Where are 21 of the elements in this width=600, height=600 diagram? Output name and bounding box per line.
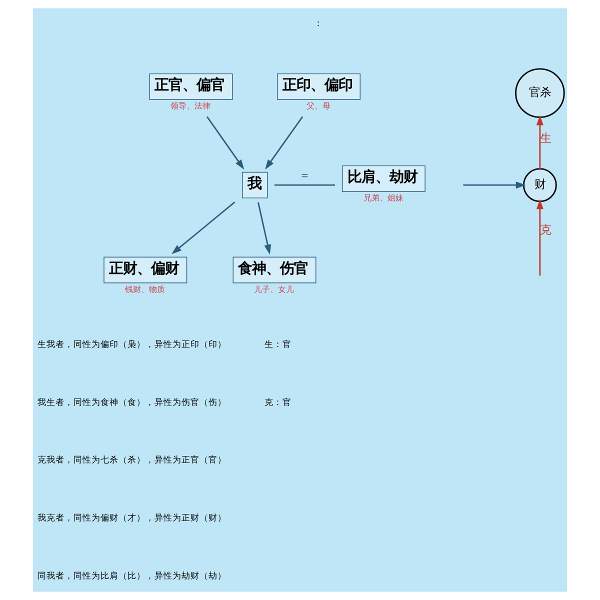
arrow xyxy=(206,116,244,170)
node-circle: 官杀 xyxy=(515,68,565,118)
label: 克：官 xyxy=(264,398,292,408)
node-circle: 财 xyxy=(522,168,557,202)
label: ： xyxy=(314,19,324,30)
arrow xyxy=(265,116,304,170)
label: 克我者，同性为七杀（杀），异性为正官（官） xyxy=(37,456,226,466)
label: 我克者，同性为偏财（才），异性为正财（财） xyxy=(37,513,226,524)
label: 生我者，同性为偏印（枭），异性为正印（印） xyxy=(37,340,226,350)
arrow xyxy=(536,199,544,276)
label: 我生者，同性为食神（食），异性为伤官（伤） xyxy=(37,398,226,408)
arrow xyxy=(172,202,236,254)
connector xyxy=(274,184,336,186)
edge-label: ＝ xyxy=(299,168,310,182)
arrow xyxy=(258,202,272,255)
arrow xyxy=(536,115,544,169)
edge-label: 克 xyxy=(540,222,552,236)
label: 生：官 xyxy=(264,340,292,350)
arrow xyxy=(463,182,526,189)
edge-label: 生 xyxy=(540,131,552,146)
label: 同我者，同性为比肩（比），异性为劫财（劫） xyxy=(37,571,226,582)
